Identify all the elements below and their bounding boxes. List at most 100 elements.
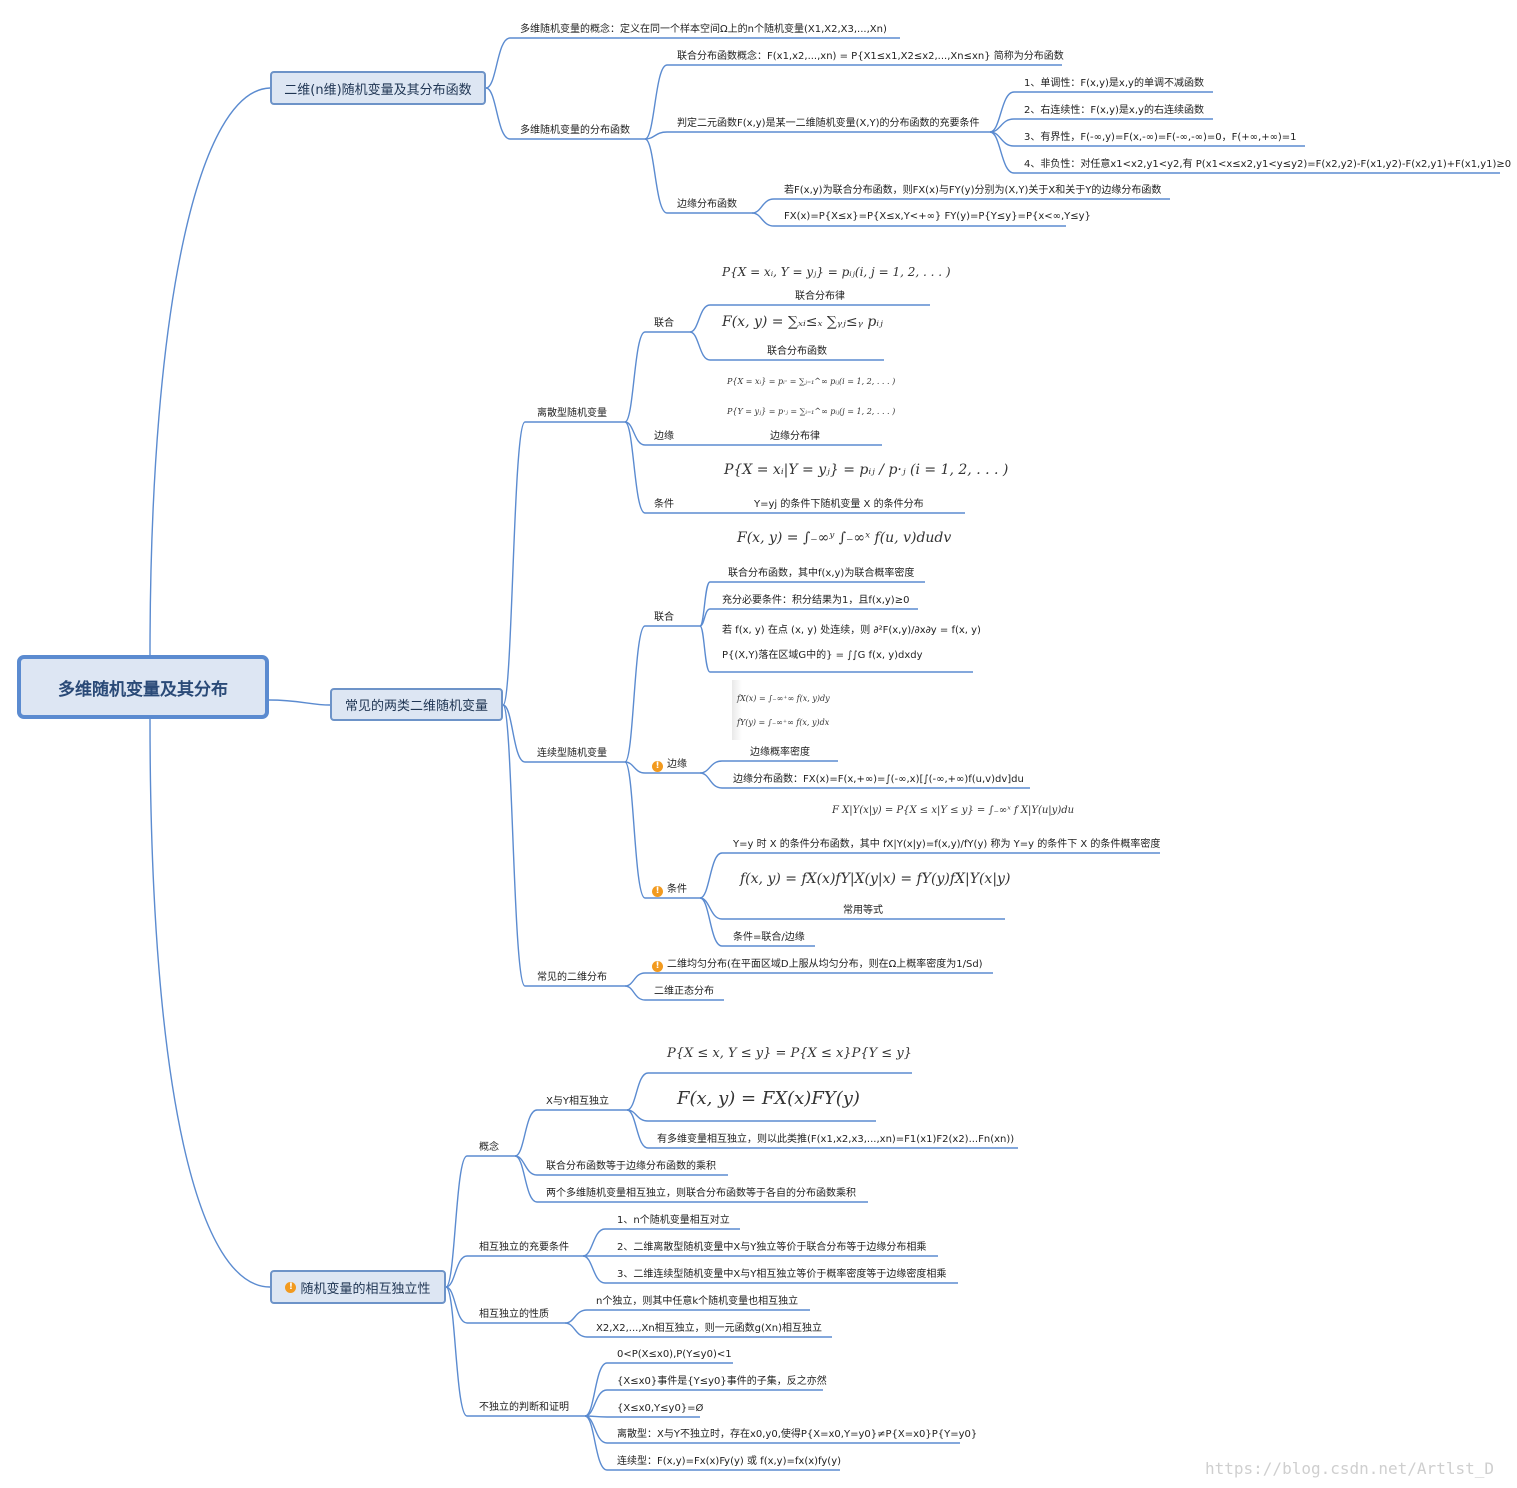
- node-cond-2[interactable]: 2、右连续性：F(x,y)是x,y的右连续函数: [1024, 105, 1204, 116]
- branch-connector: [582, 1255, 606, 1284]
- branch-label: 随机变量的相互独立性: [300, 1281, 431, 1297]
- node-judge-4[interactable]: 离散型：X与Y不独立时，存在x0,y0,使得P{X=x0,Y=y0}≠P{X=x…: [617, 1429, 978, 1440]
- warning-icon: !: [285, 1281, 297, 1293]
- node-judge-3[interactable]: {X≤x0,Y≤y0}=Ø: [617, 1403, 704, 1414]
- branch-connector: [624, 972, 646, 987]
- node-prop[interactable]: 相互独立的性质: [479, 1309, 549, 1320]
- branch-connector: [644, 131, 668, 140]
- branch-connector: [502, 704, 526, 987]
- warning-icon: !: [652, 886, 663, 897]
- branch-distribution-function[interactable]: 二维(n维)随机变量及其分布函数: [270, 71, 486, 105]
- node-prop-1[interactable]: n个独立，则其中任意k个随机变量也相互独立: [596, 1296, 799, 1307]
- branch-connector: [699, 608, 711, 627]
- node-xy-label[interactable]: 有多维变量相互独立，则以此类推(F(x1,x2,x3,...,xn)=F1(x1…: [657, 1134, 1015, 1145]
- node-c-cond-1[interactable]: Y=y 时 X 的条件分布函数，其中 fX|Y(x|y)=f(x,y)/fY(y…: [733, 839, 1161, 850]
- node-c-cond[interactable]: ! 条件: [652, 884, 687, 897]
- node-judge[interactable]: 判定二元函数F(x,y)是某一二维随机变量(X,Y)的分布函数的充要条件: [677, 118, 980, 129]
- node-marg-1[interactable]: 若F(x,y)为联合分布函数，则FX(x)与FY(y)分别为(X,Y)关于X和关…: [784, 185, 1162, 196]
- node-discrete[interactable]: 离散型随机变量: [537, 408, 607, 419]
- node-c-cond-text: 条件: [667, 884, 687, 895]
- root-connector: [268, 699, 331, 706]
- node-cond-4[interactable]: 4、非负性：对任意x1<x2,y1<y2,有 P(x1<x≤x2,y1<y≤y2…: [1024, 159, 1512, 170]
- node-marg-2[interactable]: FX(x)=P{X≤x}=P{X≤x,Y<+∞} FY(y)=P{Y≤y}=P{…: [784, 211, 1091, 222]
- formula-xy-1: P{X ≤ x, Y ≤ y} = P{X ≤ x}P{Y ≤ y}: [667, 1046, 912, 1061]
- node-marg-cdf[interactable]: 边缘分布函数：FX(x)=F(x,+∞)=∫(-∞,x)[∫(-∞,+∞)f(u…: [733, 774, 1024, 785]
- node-concept3[interactable]: 概念: [479, 1142, 499, 1153]
- node-uniform[interactable]: ! 二维均匀分布(在平面区域D上服从均匀分布，则在Ω上概率密度为1/Sd): [652, 959, 983, 972]
- node-judge-5[interactable]: 连续型：F(x,y)=Fx(x)Fy(y) 或 f(x,y)=fx(x)fy(y…: [617, 1456, 842, 1467]
- node-c-joint-2[interactable]: 充分必要条件：积分结果为1，且f(x,y)≥0: [722, 595, 910, 606]
- branch-two-types[interactable]: 常见的两类二维随机变量: [330, 688, 503, 721]
- branch-connector: [624, 421, 646, 514]
- node-c-joint[interactable]: 联合: [654, 612, 674, 623]
- node-cond-rule[interactable]: 条件=联合/边缘: [733, 932, 805, 943]
- node-cond-3[interactable]: 3、有界性，F(-∞,y)=F(x,-∞)=F(-∞,-∞)=0，F(+∞,+∞…: [1024, 132, 1297, 143]
- node-c-joint-4[interactable]: P{(X,Y)落在区域G中的} = ∫∫G f(x, y)dxdy: [722, 650, 923, 661]
- branch-connector: [626, 1072, 649, 1111]
- node-nec-3[interactable]: 3、二维连续型随机变量中X与Y相互独立等价于概率密度等于边缘密度相乘: [617, 1269, 947, 1280]
- branch-connector: [445, 1155, 468, 1288]
- node-prop-2[interactable]: X2,X2,...,Xn相互独立，则一元函数g(Xn)相互独立: [596, 1323, 823, 1334]
- node-d-cond[interactable]: 条件: [654, 499, 674, 510]
- formula-image-marginal-density: [732, 680, 822, 740]
- node-nec-1[interactable]: 1、n个随机变量相互对立: [617, 1215, 730, 1226]
- node-joint-law[interactable]: 联合分布律: [795, 291, 845, 302]
- root-node[interactable]: 多维随机变量及其分布: [17, 655, 269, 719]
- node-marg[interactable]: 边缘分布函数: [677, 199, 737, 210]
- root-connector: [149, 718, 271, 1288]
- branch-connector: [485, 87, 511, 140]
- branch-connector: [445, 1255, 468, 1288]
- branch-connector: [514, 1109, 538, 1157]
- branch-connector: [699, 852, 723, 899]
- branch-connector: [445, 1286, 468, 1324]
- node-c-marg[interactable]: !边缘: [652, 759, 687, 772]
- node-common[interactable]: 常见的二维分布: [537, 972, 607, 983]
- branch-label: 二维(n维)随机变量及其分布函数: [284, 82, 472, 98]
- node-continuous[interactable]: 连续型随机变量: [537, 748, 607, 759]
- node-judge3[interactable]: 不独立的判断和证明: [479, 1402, 569, 1413]
- formula-d-cond: P{X = xᵢ|Y = yⱼ} = pᵢⱼ / p·ⱼ (i = 1, 2, …: [724, 462, 1009, 478]
- formula-c-cond-eq: f(x, y) = fX(x)fY|X(y|x) = fY(y)fX|Y(x|y…: [740, 871, 1011, 887]
- node-c-joint-3[interactable]: 若 f(x, y) 在点 (x, y) 处连续，则 ∂²F(x,y)/∂x∂y …: [722, 625, 981, 636]
- formula-joint-law: P{X = xᵢ, Y = yⱼ} = pᵢⱼ(i, j = 1, 2, . .…: [722, 265, 951, 279]
- branch-connector: [624, 761, 646, 774]
- warning-icon: !: [652, 961, 663, 972]
- branch-connector: [699, 625, 711, 673]
- node-concept-3[interactable]: 两个多维随机变量相互独立，则联合分布函数等于各自的分布函数乘积: [546, 1188, 856, 1199]
- branch-connector: [699, 897, 723, 947]
- node-normal[interactable]: 二维正态分布: [654, 986, 714, 997]
- branch-independence[interactable]: !随机变量的相互独立性: [270, 1270, 446, 1304]
- node-concept[interactable]: 多维随机变量的概念：定义在同一个样本空间Ω上的n个随机变量(X1,X2,X3,.…: [520, 24, 887, 35]
- node-common-eq[interactable]: 常用等式: [843, 905, 883, 916]
- node-joint-cdf[interactable]: 联合分布函数: [767, 346, 827, 357]
- formula-marg-y: P{Y = yⱼ} = p·ⱼ = ∑ᵢ₌₁^∞ pᵢⱼ(j = 1, 2, .…: [727, 407, 896, 416]
- warning-icon: !: [652, 761, 663, 772]
- branch-connector: [699, 772, 723, 789]
- node-nec[interactable]: 相互独立的充要条件: [479, 1242, 569, 1253]
- node-d-joint[interactable]: 联合: [654, 318, 674, 329]
- node-marg-density[interactable]: 边缘概率密度: [750, 747, 810, 758]
- node-uniform-text: 二维均匀分布(在平面区域D上服从均匀分布，则在Ω上概率密度为1/Sd): [667, 959, 983, 970]
- formula-fx: fX(x) = ∫₋∞⁺∞ f(x, y)dy: [737, 694, 830, 703]
- node-judge-1[interactable]: 0<P(X≤x0),P(Y≤y0)<1: [617, 1349, 732, 1360]
- node-concept-2[interactable]: 联合分布函数等于边缘分布函数的乘积: [546, 1161, 716, 1172]
- node-c-joint-1[interactable]: 联合分布函数，其中f(x,y)为联合概率密度: [728, 568, 915, 579]
- node-joint-def[interactable]: 联合分布函数概念：F(x1,x2,...,xn) = P{X1≤x1,X2≤x2…: [677, 51, 1064, 62]
- formula-fy: fY(y) = ∫₋∞⁺∞ f(x, y)dx: [737, 718, 830, 727]
- branch-connector: [989, 91, 1015, 133]
- branch-connector: [485, 37, 511, 89]
- branch-connector: [751, 212, 775, 227]
- node-judge-2[interactable]: {X≤x0}事件是{Y≤y0}事件的子集，反之亦然: [617, 1376, 827, 1387]
- node-nec-2[interactable]: 2、二维离散型随机变量中X与Y独立等价于联合分布等于边缘分布相乘: [617, 1242, 927, 1253]
- root-connector: [149, 87, 271, 656]
- node-xy[interactable]: X与Y相互独立: [546, 1096, 609, 1107]
- node-cond-1[interactable]: 1、单调性：F(x,y)是x,y的单调不减函数: [1024, 78, 1204, 89]
- branch-connector: [584, 1362, 608, 1417]
- node-dist[interactable]: 多维随机变量的分布函数: [520, 125, 630, 136]
- branch-connector: [644, 64, 668, 140]
- root-label: 多维随机变量及其分布: [58, 679, 228, 700]
- node-d-cond-label[interactable]: Y=yj 的条件下随机变量 X 的条件分布: [754, 499, 924, 510]
- branch-connector: [699, 581, 711, 627]
- node-marg-law[interactable]: 边缘分布律: [770, 431, 820, 442]
- node-d-marg[interactable]: 边缘: [654, 431, 674, 442]
